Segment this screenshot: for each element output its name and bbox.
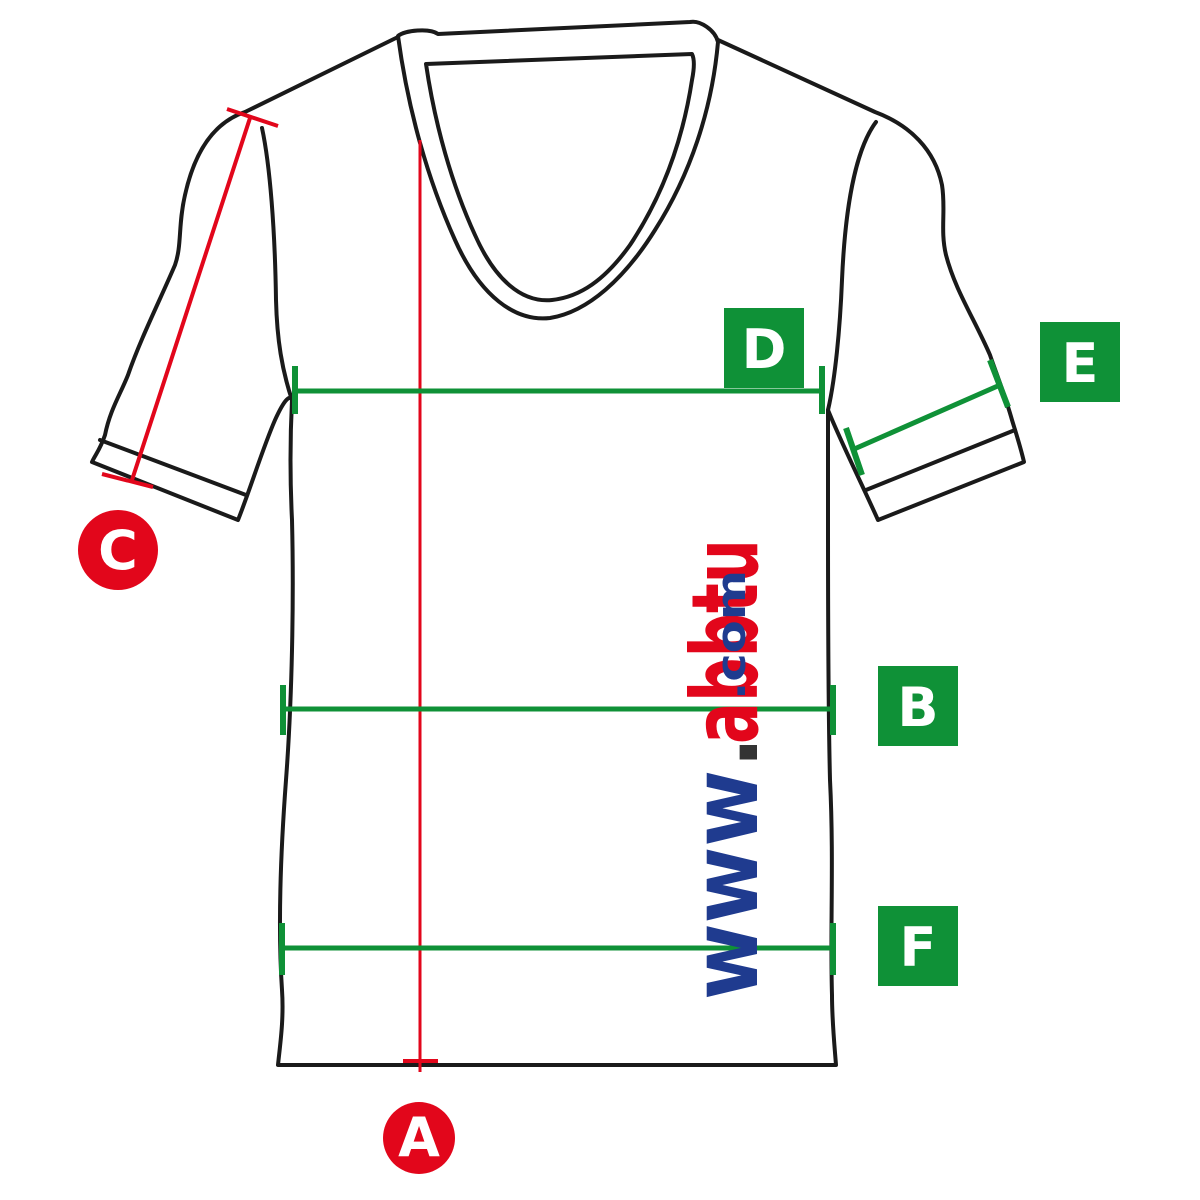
badge-B: B [878, 666, 958, 746]
badge-A-label: A [398, 1106, 440, 1169]
badge-F: F [878, 906, 958, 986]
badge-E: E [1040, 322, 1120, 402]
watermark-brand: abbtu [672, 539, 779, 744]
right-armhole-seam [826, 120, 878, 412]
right-sleeve-hem [864, 428, 1017, 492]
measure-line-C [101, 107, 279, 489]
neckline-inner [424, 52, 696, 303]
tshirt-outline [90, 19, 1026, 1067]
watermark-dot: . [672, 737, 779, 768]
measure-line-F [279, 923, 836, 975]
measure-line-E [843, 358, 1011, 476]
badge-B-label: B [897, 676, 938, 739]
badge-E-label: E [1062, 332, 1099, 395]
badge-C-label: C [98, 519, 138, 582]
measure-line-A [403, 140, 438, 1072]
left-sleeve-hem [98, 438, 248, 497]
badge-A: A [383, 1102, 455, 1174]
measure-line-B [280, 685, 836, 735]
left-armhole-seam [260, 126, 294, 402]
watermark-suffix: .com [709, 570, 755, 700]
watermark-prefix: www [672, 770, 779, 1000]
badge-D: D [724, 308, 804, 388]
badge-C: C [78, 510, 158, 590]
badge-D-label: D [742, 318, 787, 381]
badge-F-label: F [900, 916, 937, 979]
measure-line-D [292, 366, 825, 414]
watermark: www . abbtu .com [672, 539, 779, 1000]
